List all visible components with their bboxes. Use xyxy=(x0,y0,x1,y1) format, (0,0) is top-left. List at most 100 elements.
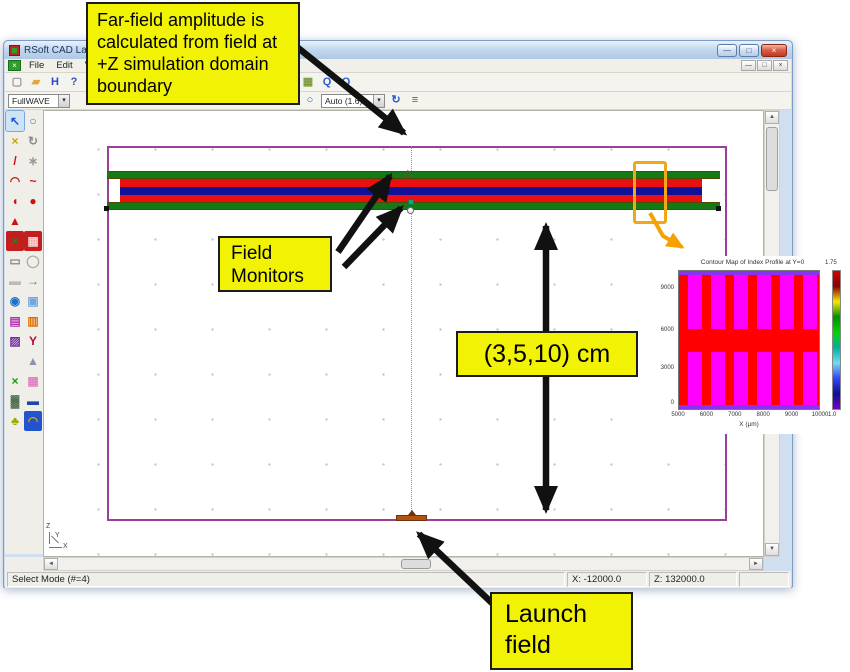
axis-x-line xyxy=(49,547,62,548)
open-file-icon[interactable]: ▰ xyxy=(31,75,41,88)
layers-tool[interactable]: ▬ xyxy=(27,394,39,408)
analysis-icon[interactable]: Q xyxy=(341,75,351,88)
callout-monitors-line2: Monitors xyxy=(231,266,304,287)
help-icon[interactable]: ? xyxy=(70,75,78,88)
index-profile-inset: Contour Map of Index Profile at Y=0 9000… xyxy=(655,256,850,434)
compute-icon[interactable]: Q xyxy=(322,75,332,88)
launch-field-notch xyxy=(408,510,416,515)
callout-launch-line1: Launch xyxy=(505,600,588,628)
mosaic-tool[interactable]: ▤ xyxy=(9,314,21,328)
maximize-button[interactable]: □ xyxy=(739,43,759,57)
minimize-button[interactable]: — xyxy=(717,43,737,57)
child-window-controls: — □ × xyxy=(741,60,788,71)
waveguide-core[interactable] xyxy=(120,179,702,202)
zoom-level-icon[interactable]: ○ xyxy=(306,94,314,106)
launch-field-marker[interactable] xyxy=(396,515,427,521)
segment-handle-left[interactable] xyxy=(104,206,109,211)
sphere-tool[interactable]: ● xyxy=(29,194,37,208)
inset-colorbar-max: 1.75 xyxy=(825,260,837,266)
child-restore-button[interactable]: □ xyxy=(757,60,772,71)
scroll-left-icon[interactable]: ◄ xyxy=(44,558,58,570)
toolbar-left-icons: ▢ ▰ H? xyxy=(9,75,82,90)
refresh-icon[interactable]: ↻ xyxy=(391,94,401,106)
select-tool[interactable]: ↖ xyxy=(5,110,25,132)
inset-xtick: 8000 xyxy=(756,412,770,418)
ring-tool[interactable]: ◯ xyxy=(26,254,40,268)
mask-tool[interactable]: ▓ xyxy=(10,394,20,408)
segment-handle-right[interactable] xyxy=(716,206,721,211)
tiles-tool[interactable]: ▨ xyxy=(9,334,21,348)
waveguide-core-stripe xyxy=(120,187,702,195)
inset-xtick: 9000 xyxy=(784,412,799,418)
crossing-tool[interactable]: × xyxy=(6,231,24,251)
callout-dimension: (3,5,10) cm xyxy=(456,331,638,377)
splitter-tool[interactable]: Y xyxy=(28,334,37,348)
save-icon[interactable]: H xyxy=(51,75,59,88)
window-controls: — □ × xyxy=(717,43,787,57)
horizontal-scroll-thumb[interactable] xyxy=(401,559,431,569)
module-select-value: FullWAVE xyxy=(12,95,50,106)
inset-colorbar-min: 1.0 xyxy=(828,412,837,418)
callout-farfield: Far-field amplitude is calculated from f… xyxy=(86,2,300,105)
callout-farfield-text: Far-field amplitude is calculated from f… xyxy=(97,10,278,96)
x-junction-tool[interactable]: × xyxy=(11,374,19,388)
zoom-select[interactable]: Auto (1.6) ▾ xyxy=(321,93,385,108)
arc-tool[interactable]: ◠ xyxy=(9,174,21,188)
segment-tool[interactable]: / xyxy=(13,154,17,168)
scroll-right-icon[interactable]: ► xyxy=(749,558,763,570)
statusbar: Select Mode (#=4) X: -12000.0 Z: 132000.… xyxy=(5,571,791,588)
combo-arrow-icon[interactable]: ▾ xyxy=(58,94,69,107)
child-close-button[interactable]: × xyxy=(773,60,788,71)
rotate-tool[interactable]: ↻ xyxy=(27,134,39,148)
curve-tool[interactable]: ~ xyxy=(29,174,37,188)
canvas[interactable]: △ Z Y X xyxy=(43,110,764,557)
child-minimize-button[interactable]: — xyxy=(741,60,756,71)
palette-spacer xyxy=(6,351,24,371)
panel-tool[interactable]: ▣ xyxy=(27,294,39,308)
slab-tool[interactable]: ▭ xyxy=(9,254,21,268)
dome-tool[interactable]: ◠ xyxy=(24,411,42,431)
zoom-tool[interactable]: ○ xyxy=(29,114,37,128)
pill-tool[interactable]: ▬ xyxy=(9,274,21,288)
combo-arrow-icon[interactable]: ▾ xyxy=(373,94,384,107)
axis-x-label: X xyxy=(63,543,68,550)
simulation-settings-icon[interactable]: ≡ xyxy=(411,94,419,106)
callout-launch-line2: field xyxy=(505,631,551,659)
foliage-tool[interactable]: ♣ xyxy=(11,414,19,428)
field-monitor-upper[interactable]: △ xyxy=(404,168,412,179)
horizontal-scrollbar[interactable]: ◄ ► xyxy=(43,557,764,571)
callout-field-monitors: Field Monitors xyxy=(218,236,332,292)
inset-ytick: 0 xyxy=(670,400,674,406)
polygon-tool[interactable]: ∗ xyxy=(27,154,39,168)
globe-tool[interactable]: ◉ xyxy=(9,294,21,308)
rainbow-tool[interactable]: ▥ xyxy=(27,314,39,328)
inset-xtick: 10000 xyxy=(811,412,829,418)
close-button[interactable]: × xyxy=(761,43,787,57)
axis-orientation-glyph: Z Y X xyxy=(46,523,72,555)
materials-icon[interactable]: ▦ xyxy=(302,75,314,88)
app-menu-icon[interactable]: × xyxy=(8,60,21,71)
new-file-icon[interactable]: ▢ xyxy=(11,75,23,88)
window-title: RSoft CAD Layout xyxy=(24,44,106,56)
rocket-tool[interactable]: ▲ xyxy=(27,354,39,368)
scroll-down-icon[interactable]: ▼ xyxy=(765,543,779,556)
io-port-tool[interactable]: → xyxy=(27,274,39,288)
menu-file[interactable]: File xyxy=(29,60,45,71)
lattice-tool[interactable]: ▦ xyxy=(24,231,42,251)
inset-colorbar xyxy=(832,270,841,410)
monitor-anchor[interactable] xyxy=(407,207,414,214)
scroll-up-icon[interactable]: ▲ xyxy=(765,111,779,124)
menu-edit[interactable]: Edit xyxy=(56,60,73,71)
module-select[interactable]: FullWAVE ▾ xyxy=(8,93,70,108)
reshape-tool[interactable]: × xyxy=(11,134,19,148)
field-monitor-lower[interactable] xyxy=(408,199,414,205)
axis-y-label: Y xyxy=(55,532,60,539)
vertical-scroll-thumb[interactable] xyxy=(766,127,778,191)
waveguide-cladding-top[interactable] xyxy=(107,171,720,179)
cone-tool[interactable]: ▲ xyxy=(9,214,21,228)
grid-edit-tool[interactable]: ▦ xyxy=(27,374,39,388)
lens-tool[interactable]: ◖ xyxy=(11,194,19,208)
zoom-select-value: Auto (1.6) xyxy=(325,95,363,106)
